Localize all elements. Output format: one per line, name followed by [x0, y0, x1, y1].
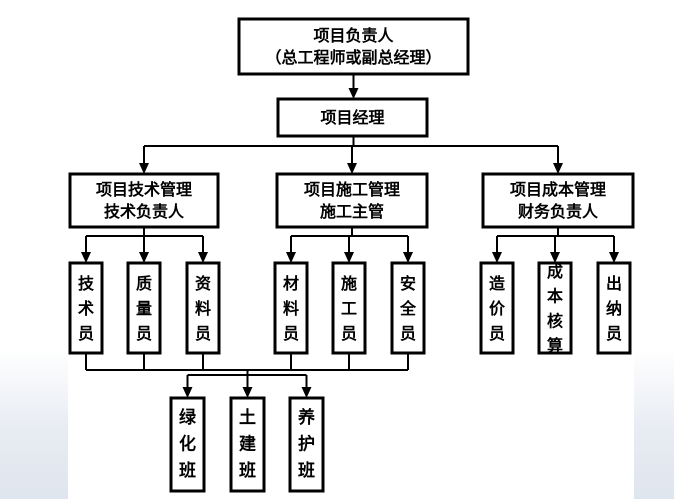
chart-background [68, 0, 634, 499]
staff-construction-staff-box-label: 施工员 [341, 274, 357, 343]
staff-materials-box-label: 材料员 [283, 274, 299, 343]
project-leader-box-line-1: 项目负责人 [313, 26, 394, 45]
arrow-staff-1-3 [198, 252, 208, 263]
arrow-staff-1-2 [139, 252, 149, 263]
project-leader-box: 项目负责人 （总工程师或副总经理） [237, 17, 470, 76]
arrow-staff-3-3 [609, 252, 619, 263]
team-greening-box: 绿化班 [169, 396, 206, 493]
arrow-staff-2-1 [286, 252, 296, 263]
staff-cost-estimator-box: 造价员 [479, 261, 515, 355]
team-civil-box-frame [229, 396, 266, 493]
arrow-staff-2-2 [344, 252, 354, 263]
staff-quality-box: 质量员 [126, 261, 162, 355]
project-manager-box: 项目经理 [276, 97, 429, 138]
department-cost-box-frame [481, 172, 635, 229]
arrow-staff-2-3 [403, 252, 413, 263]
staff-materials-box: 材料员 [273, 261, 309, 355]
staff-cashier-box-label: 出纳员 [606, 274, 622, 343]
connector-lines [81, 74, 619, 398]
project-leader-box-frame [237, 17, 470, 76]
arrow-department-3 [553, 163, 563, 174]
staff-tech-staff-box: 技术员 [68, 261, 104, 355]
department-construction-box-frame [275, 172, 429, 229]
team-maintenance-box-label: 养护班 [297, 407, 316, 481]
staff-cost-estimator-box-frame [479, 261, 515, 355]
arrow-manager [348, 88, 359, 99]
staff-safety-box: 安全员 [390, 261, 426, 355]
team-maintenance-box-frame [288, 396, 325, 493]
staff-cashier-box: 出纳员 [596, 261, 632, 355]
staff-tech-staff-box-label: 技术员 [77, 274, 95, 343]
project-leader-box-line-2: （总工程师或副总经理） [265, 48, 441, 67]
arrow-department-2 [347, 163, 357, 174]
team-greening-box-frame [169, 396, 206, 493]
staff-tech-staff-box-frame [68, 261, 104, 355]
arrow-staff-1-1 [81, 252, 91, 263]
staff-quality-box-label: 质量员 [136, 274, 152, 343]
team-civil-box-label: 土建班 [239, 407, 256, 481]
arrow-staff-3-1 [492, 252, 502, 263]
staff-construction-staff-box: 施工员 [331, 261, 367, 355]
project-manager-box-frame [276, 97, 429, 138]
staff-safety-box-frame [390, 261, 426, 355]
staff-materials-box-frame [273, 261, 309, 355]
department-construction-box-line-1: 项目施工管理 [304, 180, 400, 199]
arrow-team-1 [182, 387, 193, 398]
staff-cost-estimator-box-label: 造价员 [489, 274, 506, 343]
department-tech-box-line-1: 项目技术管理 [96, 180, 192, 199]
department-tech-box-frame [68, 172, 220, 229]
team-civil-box: 土建班 [229, 396, 266, 493]
project-manager-box-line-1: 项目经理 [320, 108, 384, 127]
team-greening-box-label: 绿化班 [179, 407, 197, 481]
arrow-staff-3-2 [550, 252, 560, 263]
staff-cashier-box-frame [596, 261, 632, 355]
staff-cost-accounting-box-frame [537, 261, 573, 355]
staff-construction-staff-box-frame [331, 261, 367, 355]
department-construction-box-line-2: 施工主管 [320, 202, 384, 221]
department-cost-box-line-1: 项目成本管理 [510, 180, 606, 199]
arrow-department-1 [139, 163, 149, 174]
staff-docs-box: 资料员 [185, 261, 221, 355]
staff-docs-box-frame [185, 261, 221, 355]
department-tech-box-line-2: 技术负责人 [104, 202, 185, 221]
staff-quality-box-frame [126, 261, 162, 355]
staff-docs-box-label: 资料员 [195, 274, 211, 343]
arrow-team-2 [242, 387, 253, 398]
staff-cost-accounting-box-label: 成本核算 [547, 261, 563, 354]
staff-safety-box-label: 安全员 [399, 274, 417, 343]
staff-cost-accounting-box: 成本核算 [537, 261, 573, 355]
arrow-team-3 [301, 387, 312, 398]
department-cost-box-line-2: 财务负责人 [517, 202, 599, 221]
team-maintenance-box: 养护班 [288, 396, 325, 493]
